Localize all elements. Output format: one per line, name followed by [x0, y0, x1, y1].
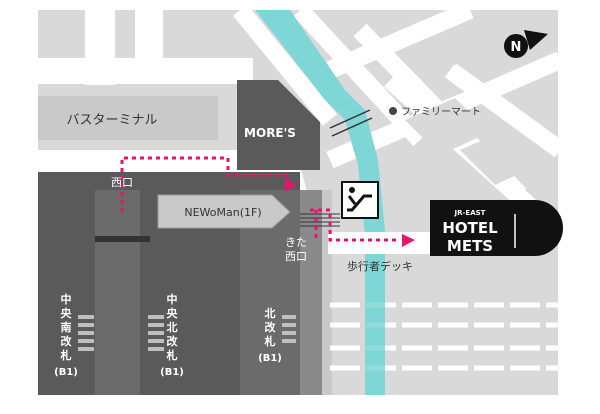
nishiguchi-label: 西口 [111, 176, 133, 189]
gate-3-floor: (B1) [258, 353, 282, 364]
mores-label: MORE'S [244, 126, 296, 140]
hotel-building [430, 200, 563, 256]
newoman-label: NEWoMan(1F) [184, 206, 261, 219]
route-arrow-2-icon [402, 234, 415, 247]
platform-edge [322, 190, 332, 395]
deck-stripes [300, 213, 340, 227]
escalator-icon [341, 181, 379, 219]
convenience-store-marker-icon [389, 107, 397, 115]
newoman-building [157, 194, 291, 229]
platform-3 [300, 190, 322, 395]
platform-1 [95, 190, 140, 395]
gate-2-char: 北 [167, 320, 178, 334]
gate-3-char: 改 [265, 320, 277, 334]
gate-3-char: 札 [264, 334, 276, 348]
bridge-marks [329, 109, 373, 137]
route-arrow-1-icon [285, 180, 297, 192]
hotel-name-line1: HOTEL [442, 219, 498, 237]
compass-letter: N [511, 40, 522, 55]
gate-2-char: 中 [167, 292, 178, 306]
gate-1-char: 央 [61, 306, 73, 320]
gate-stripes [78, 315, 296, 351]
hotel-brand: JR-EAST [454, 209, 486, 217]
kita-nishiguchi-label-2: 西口 [285, 250, 307, 263]
deck-label: 歩行者デッキ [347, 259, 413, 273]
gate-2-char: 改 [167, 334, 179, 348]
river-under-tracks [365, 280, 385, 395]
kita-nishiguchi-label-1: きた [285, 236, 307, 249]
mores-building [237, 80, 320, 170]
gate-2-floor: (B1) [160, 367, 184, 378]
concourse-bar [95, 236, 150, 242]
bus-terminal-area [38, 96, 218, 140]
north-arrow-icon: N [504, 30, 548, 58]
gate-1-char: 中 [61, 292, 72, 306]
gate-labels: 中 央 南 改 札 (B1) 中 央 北 改 札 (B1) 北 改 札 (B1) [54, 292, 282, 378]
river [255, 10, 385, 395]
bus-terminal-label: バスターミナル [66, 113, 157, 128]
gate-2-char: 札 [166, 348, 178, 362]
gate-1-char: 南 [61, 320, 72, 334]
gate-1-floor: (B1) [54, 367, 78, 378]
blocks-east [405, 20, 545, 185]
pedestrian-deck [328, 232, 440, 254]
gate-2-char: 央 [167, 306, 179, 320]
gate-1-char: 改 [61, 334, 73, 348]
gate-3-char: 北 [265, 306, 276, 320]
walking-route [120, 156, 400, 242]
gate-1-char: 札 [60, 348, 72, 362]
familymart-label: ファミリーマート [401, 107, 481, 118]
hotel-name-line2: METS [447, 237, 493, 255]
